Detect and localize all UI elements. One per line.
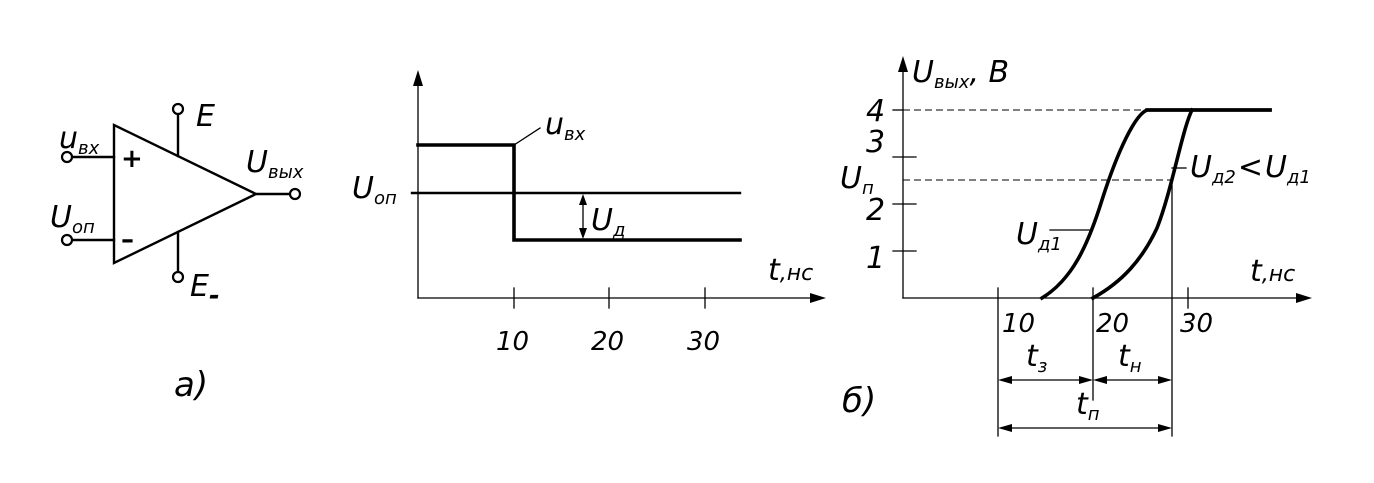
- supply-negative-terminal: [171, 270, 185, 284]
- response-curve-1: [1039, 108, 1272, 301]
- delay-arrow-right: [1079, 376, 1093, 384]
- output-terminal: [288, 187, 302, 201]
- output-label: Uвых: [246, 145, 304, 183]
- output-y-tick-label: 1: [866, 241, 885, 276]
- input-signal-label: uвх: [545, 107, 586, 145]
- curve-2-label: Uд2<Uд1: [1190, 150, 1311, 188]
- curve-1-label: Uд1: [1016, 217, 1062, 255]
- comparator-triangle: [112, 123, 259, 265]
- supply-positive-label: E: [196, 99, 215, 134]
- input-signal-step: [416, 143, 742, 242]
- output-y-axis-label: Uвых, В: [912, 55, 1009, 93]
- rise-arrow-right: [1158, 376, 1172, 384]
- output-y-tick-label: 3: [866, 125, 885, 160]
- timing-y-arrow: [413, 70, 423, 86]
- comparator-symbol: + – uвх Uоп Uвых E E- а): [50, 99, 304, 405]
- minus-sign: –: [121, 225, 134, 255]
- output-x-tick-label: 30: [1180, 309, 1213, 339]
- panel-a-caption: а): [174, 365, 208, 405]
- input-signal-leader: [513, 127, 541, 146]
- differential-arrow-up: [579, 194, 587, 205]
- input-minus-label: Uоп: [50, 200, 95, 238]
- total-arrow-right: [1158, 424, 1172, 432]
- delay-arrow-left: [998, 376, 1012, 384]
- timing-x-tick-label: 30: [687, 327, 720, 357]
- output-x-arrow: [1296, 293, 1312, 303]
- panel-b-caption: б): [842, 381, 876, 421]
- timing-x-axis-label: t,нс: [768, 253, 813, 288]
- timing-x-tick-label: 20: [591, 327, 624, 357]
- output-x-tick-label: 10: [1002, 309, 1035, 339]
- minus-input-terminal: [60, 233, 74, 247]
- output-y-tick-label: 4: [866, 94, 885, 129]
- delay-time-label: tз: [1026, 339, 1047, 377]
- plus-sign: +: [121, 144, 143, 174]
- response-curve-2: [1090, 107, 1195, 301]
- rise-time-label: tн: [1118, 339, 1142, 377]
- differential-label: Uд: [591, 203, 625, 241]
- rise-arrow-left: [1093, 376, 1107, 384]
- input-timing-diagram: 10 20 30 t,нс Uоп uвх Uд: [352, 70, 826, 357]
- supply-positive-terminal: [171, 102, 185, 116]
- plus-input-terminal: [60, 150, 74, 164]
- supply-negative-label: E-: [190, 269, 220, 311]
- total-time-label: tп: [1076, 387, 1100, 425]
- timing-x-arrow: [810, 293, 826, 303]
- reference-level-label: Uоп: [352, 171, 397, 209]
- output-x-axis-label: t,нс: [1250, 254, 1295, 289]
- output-x-tick-label: 20: [1096, 309, 1129, 339]
- timing-x-tick-label: 10: [496, 327, 529, 357]
- input-plus-label: uвх: [59, 121, 100, 159]
- output-y-arrow: [898, 56, 908, 72]
- output-y-tick-label: 2: [866, 193, 885, 228]
- output-response-chart: Uвых, В t,нс 4 3 2 1 Uп 10 20 30 Uд1 Uд2…: [840, 55, 1312, 437]
- threshold-label: Uп: [840, 161, 874, 199]
- differential-arrow-down: [579, 228, 587, 239]
- total-arrow-left: [998, 424, 1012, 432]
